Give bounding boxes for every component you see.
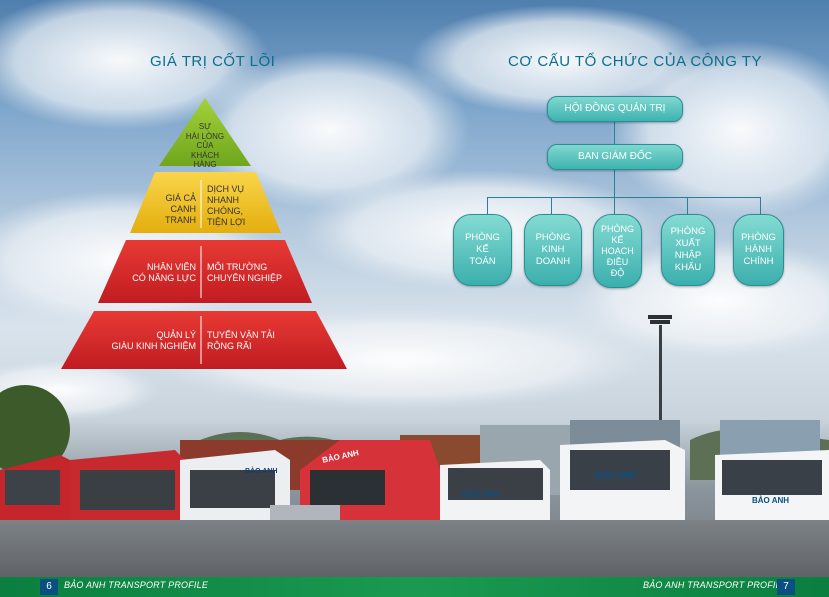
org-structure-title: CƠ CẤU TỔ CHỨC CỦA CÔNG TY — [508, 53, 762, 70]
pyramid-tier-1 — [159, 98, 251, 166]
left-page-number: 6 — [40, 579, 58, 595]
org-directors-box: BAN GIÁM ĐỐC — [547, 144, 683, 170]
org-dept-administration: PHÒNG HÀNH CHÍNH — [733, 214, 784, 286]
left-footer-text: BẢO ANH TRANSPORT PROFILE — [64, 580, 209, 590]
connector-dept-1 — [487, 197, 488, 214]
pyramid-level2-right: DỊCH VỤ NHANH CHÓNG, TIỆN LỢI — [207, 184, 246, 227]
connector-horizontal — [487, 197, 760, 198]
truck-logo-text: BẢO ANH — [752, 496, 790, 505]
org-dept-sales: PHÒNG KINH DOANH — [524, 214, 582, 286]
pyramid-top-text: SỰ HÀI LÒNG CỦA KHÁCH HÀNG — [185, 122, 225, 169]
org-board-box: HỘI ĐỒNG QUẢN TRỊ — [547, 96, 683, 122]
connector-dept-4 — [687, 197, 688, 214]
truck-logo-text: BẢO ANH — [462, 490, 500, 499]
pyramid-level3-right: MÔI TRƯỜNG CHUYÊN NGHIỆP — [207, 262, 283, 283]
right-footer-text: BẢO ANH TRANSPORT PROFILE — [643, 580, 788, 590]
pyramid-level3-left: NHÂN VIÊN CÓ NĂNG LỰC — [132, 262, 196, 283]
org-dept-import-export: PHÒNG XUẤT NHẬP KHẨU — [661, 214, 715, 286]
truck-logo-text: BẢO ANH — [595, 470, 637, 480]
pyramid-tier-4 — [61, 311, 347, 369]
right-page-number: 7 — [777, 579, 795, 595]
pyramid-tier-2 — [130, 172, 281, 233]
sky-background — [0, 0, 829, 420]
pyramid-level4-right: TUYẾN VẬN TẢI RỘNG RÃI — [207, 330, 275, 351]
pyramid-level4-left: QUẢN LÝ GIÀU KINH NGHIỆM — [111, 330, 196, 351]
light-pole — [648, 315, 672, 465]
pyramid-level2-left: GIÁ CẢ CẠNH TRANH — [165, 193, 196, 225]
footer-bar: 6 BẢO ANH TRANSPORT PROFILE BẢO ANH TRAN… — [0, 577, 829, 597]
core-values-title: GIÁ TRỊ CỐT LÕI — [150, 53, 276, 70]
org-dept-planning: PHÒNG KẾ HOẠCH ĐIỀU ĐỘ — [593, 214, 642, 288]
connector-board-directors — [614, 121, 615, 144]
connector-directors-depts — [614, 169, 615, 197]
connector-dept-2 — [551, 197, 552, 214]
org-dept-accounting: PHÒNG KẾ TOÁN — [453, 214, 512, 286]
ground — [0, 520, 829, 580]
connector-dept-5 — [760, 197, 761, 214]
truck-logo-text: BẢO ANH — [245, 468, 278, 475]
pyramid-tier-3 — [98, 240, 312, 303]
connector-dept-3 — [614, 197, 615, 214]
